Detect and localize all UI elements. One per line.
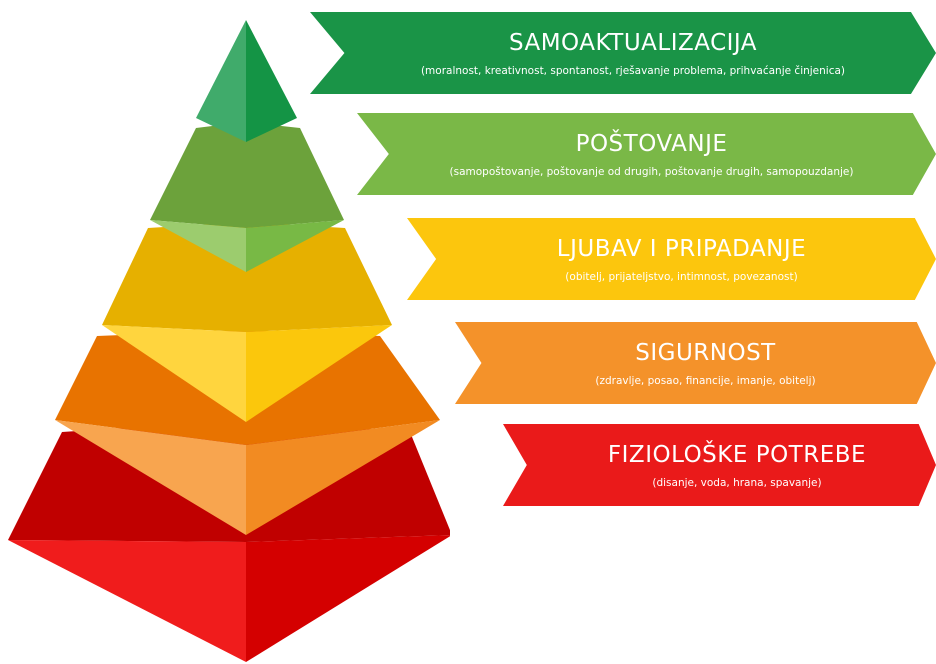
level-title: POŠTOVANJE — [575, 131, 728, 157]
level-subtitle: (moralnost, kreativnost, spontanost, rje… — [420, 65, 846, 77]
level-postovanje-ribbon: POŠTOVANJE (samopoštovanje, poštovanje o… — [357, 113, 936, 195]
level-subtitle: (samopoštovanje, poštovanje od drugih, p… — [449, 166, 854, 178]
pyramid-tier-postovanje — [150, 122, 344, 272]
level-ljubav-i-pripadanje-ribbon: LJUBAV I PRIPADANJE (obitelj, prijateljs… — [407, 218, 936, 300]
level-title: SAMOAKTUALIZACIJA — [508, 30, 758, 56]
level-title: SIGURNOST — [635, 340, 776, 366]
level-title: LJUBAV I PRIPADANJE — [556, 236, 807, 262]
pyramid-diagram — [8, 20, 450, 662]
level-sigurnost-ribbon: SIGURNOST (zdravlje, posao, financije, i… — [455, 322, 936, 404]
level-subtitle: (zdravlje, posao, financije, imanje, obi… — [595, 375, 816, 387]
level-fizioloske-potrebe-ribbon: FIZIOLOŠKE POTREBE (disanje, voda, hrana… — [503, 424, 936, 506]
level-samoaktualizacija-ribbon: SAMOAKTUALIZACIJA (moralnost, kreativnos… — [310, 12, 936, 94]
pyramid-tier-ljubav-i-pripadanje — [102, 222, 392, 422]
level-subtitle: (obitelj, prijateljstvo, intimnost, pove… — [565, 271, 798, 283]
level-title: FIZIOLOŠKE POTREBE — [607, 442, 867, 468]
level-subtitle: (disanje, voda, hrana, spavanje) — [652, 477, 822, 489]
pyramid-tier-samoaktualizacija — [196, 20, 297, 142]
